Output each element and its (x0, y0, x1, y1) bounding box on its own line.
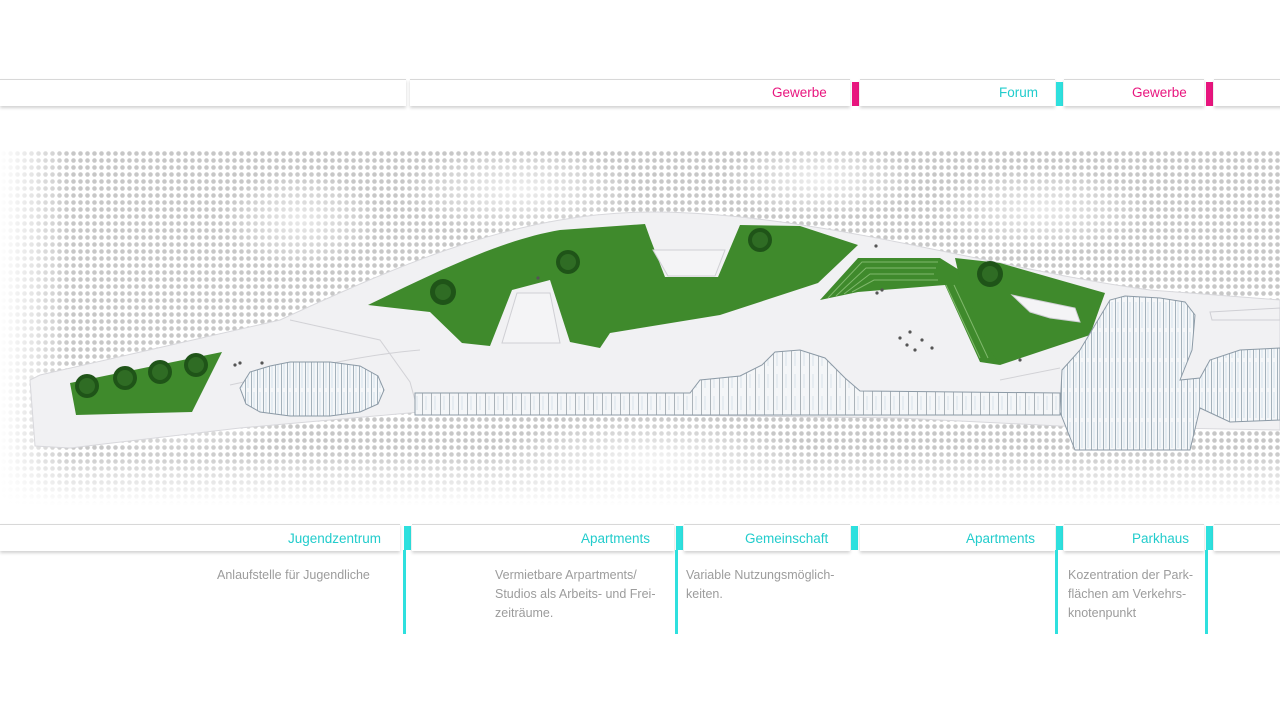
top-segment-forum (860, 79, 1055, 106)
top-label-gewerbe-2: Gewerbe (1132, 85, 1187, 100)
zone-title-apartments-2: Apartments (966, 531, 1036, 546)
magenta-marker (852, 82, 859, 106)
people-figures (233, 244, 1022, 367)
cyan-marker (1206, 526, 1213, 550)
terrace-steps (827, 261, 989, 359)
cyan-marker (676, 526, 683, 550)
zone-title-jugendzentrum: Jugendzentrum (288, 531, 382, 546)
zone-description-apartments: Vermietbare Arpartments/ Studios als Arb… (495, 568, 656, 620)
zone-divider (403, 550, 406, 634)
green-openings (501, 249, 1081, 344)
zone-divider (675, 550, 678, 634)
bottom-segment-parkhaus (1064, 524, 1204, 551)
building-jugendzentrum (239, 361, 385, 417)
zone-title-gemeinschaft: Gemeinschaft (745, 531, 829, 546)
zone-description-parkhaus: Kozentration der Park- flächen am Verkeh… (1068, 568, 1194, 620)
bottom-function-strip: Jugendzentrum Apartments Gemeinschaft Ap… (0, 524, 1280, 554)
trees (75, 228, 1003, 398)
cyan-marker (1056, 526, 1063, 550)
bottom-segment-apartments-1 (412, 524, 674, 551)
building-parkhaus (1059, 295, 1280, 451)
bottom-fade (0, 450, 1280, 505)
zone-title-apartments-1: Apartments (581, 531, 651, 546)
top-segment-empty (0, 79, 406, 106)
zone-divider (1055, 550, 1058, 634)
top-segment-gewerbe-1 (410, 79, 850, 106)
bottom-segment-jugendzentrum (0, 524, 400, 551)
bottom-segment-apartments-2 (860, 524, 1055, 551)
zone-description-jugendzentrum: Anlaufstelle für Jugendliche (217, 568, 370, 582)
green-space-central (368, 224, 858, 348)
top-segment-gewerbe-2 (1064, 79, 1204, 106)
top-segment-tail (1214, 79, 1280, 106)
cyan-marker (404, 526, 411, 550)
green-space-jugendzentrum (70, 352, 222, 415)
zone-divider (1205, 550, 1208, 634)
top-function-strip: Gewerbe Forum Gewerbe (0, 79, 1280, 107)
top-label-forum: Forum (999, 85, 1039, 100)
cyan-marker (1056, 82, 1063, 106)
site-plan (0, 150, 1280, 505)
bottom-segment-gemeinschaft (684, 524, 850, 551)
bottom-segment-tail (1214, 524, 1280, 551)
zone-description-gemeinschaft: Variable Nutzungsmöglich- keiten. (686, 568, 835, 601)
magenta-marker (1206, 82, 1213, 106)
top-label-gewerbe-1: Gewerbe (772, 85, 827, 100)
cyan-marker (851, 526, 858, 550)
zone-title-parkhaus: Parkhaus (1132, 531, 1190, 546)
platform-notch (1209, 307, 1280, 321)
